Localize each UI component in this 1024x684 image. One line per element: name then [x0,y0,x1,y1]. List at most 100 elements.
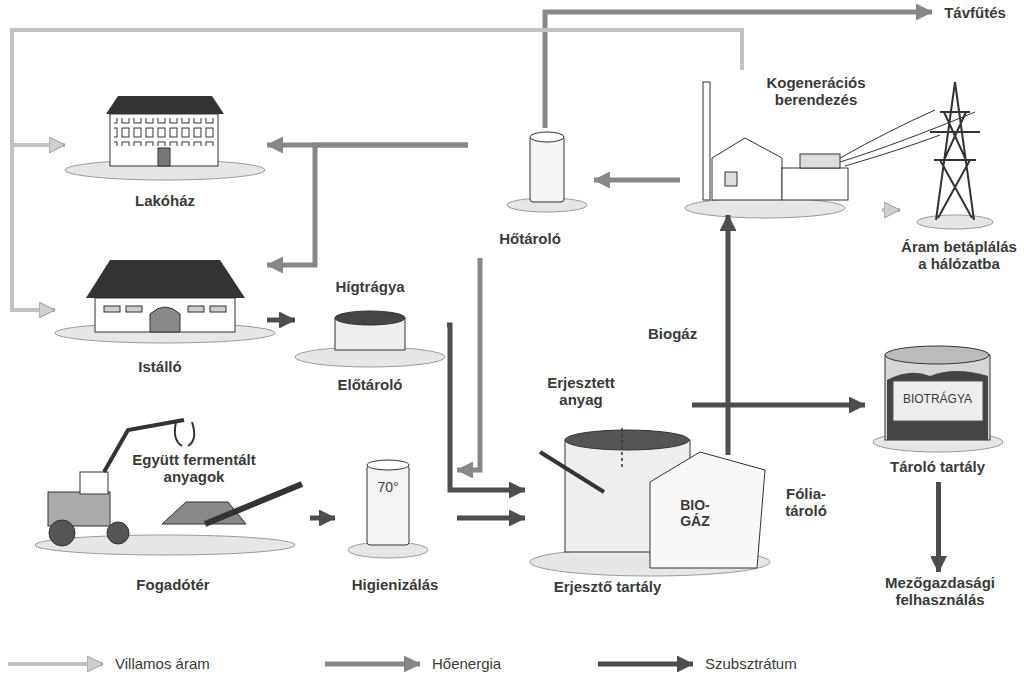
chp-plant [782,168,848,200]
heat-storage-tank [530,136,564,202]
node-label: Erjesztett anyag [525,374,637,409]
node-label: Kogenerációs berendezés [752,74,880,109]
flow-arrow [267,145,468,265]
stable-icon [188,306,204,312]
node-label: Együtt fermentált anyagok [118,451,270,486]
hygienisation-tank [367,465,409,545]
node-label: Mezőgazdasági felhasználás [860,574,1020,609]
node-label: Istálló [55,358,265,375]
legend-arrow [8,662,103,666]
tractor-crane [107,522,129,544]
diagram-node: 70° Higienizálás [335,455,457,600]
digester [621,428,623,470]
flow-arrow [936,482,941,572]
power-pylon [930,82,980,220]
flow-arrow [267,318,295,323]
flow-arrow [457,258,480,470]
diagram-node: Mezőgazdasági felhasználás [860,572,1022,622]
chp-plant [712,138,782,200]
flow-arrow [457,516,525,521]
stable-icon [150,307,180,332]
node-label: Tároló tartály [865,458,1010,475]
ground-ellipses [35,160,1003,576]
flow-arrow [447,325,525,490]
storage-tank [893,381,983,421]
flow-arrow [726,215,731,455]
ground-ellipses [917,215,993,229]
stable-icon [210,306,226,312]
house-icon [110,114,218,166]
storage-tank [885,346,990,440]
diagram-node: Lakóház [65,92,267,214]
chp-plant [725,172,737,186]
digester [565,430,689,450]
tractor-crane [48,420,302,546]
stable-icon [86,260,245,298]
stable-icon [95,298,235,332]
flow-arrow [310,516,335,521]
heat-storage-tank [530,132,564,142]
house-icon [158,148,170,166]
node-label: Erjesztő tartály [525,578,690,595]
house-icon [114,118,214,146]
hygienisation-tank [367,460,409,470]
diagram-node: Távfűtés [932,2,1020,26]
storage-tank [885,355,990,440]
digester [540,452,604,492]
diagram-node: Áram betáplálás a hálózatba [900,78,1020,303]
node-label: Áram betáplálás a hálózatba [900,238,1018,273]
node-label: BIO-GÁZ [666,497,724,529]
chp-plant [800,154,840,168]
node-label: Hígtrágya [295,278,445,295]
stable-icon [104,306,120,312]
storage-tank [887,371,988,440]
diagram-node: Istálló [55,252,267,382]
diagram-node: Kogenerációs berendezés [680,70,882,215]
node-label: 70° [368,479,408,495]
foil-gas-bag [650,452,765,568]
legend-text: Hőenergia [432,655,501,672]
legend-text: Szubsztrátum [705,655,797,672]
stable-icon [86,260,245,332]
hygienisation-tank [367,460,409,545]
flow-arrow [882,208,900,212]
power-pylon [930,82,980,220]
tractor-crane [49,520,75,546]
tractor-crane [205,484,302,524]
ground-ellipses [685,198,845,218]
house-icon [106,96,224,114]
flow-arrow [692,403,865,408]
diagram-node: Erjesztett anyagErjesztő tartály [525,372,692,602]
tractor-crane [175,422,194,446]
house-icon [106,96,224,166]
node-label: Hőtároló [468,230,592,247]
node-label: Fólia-tároló [772,485,840,520]
tractor-crane [80,472,108,494]
storage-tank [885,346,989,364]
node-label: BIOTRÁGYA [895,393,980,407]
diagram-node: HígtrágyaElőtároló [295,276,447,401]
node-label: Fogadótér [38,576,308,593]
diagram-node: Hőtároló [468,128,594,258]
heat-storage-tank [530,132,564,202]
pre-storage-tank [335,311,405,325]
node-label: Előtároló [295,376,445,393]
edge-label: Biogáz [646,325,699,342]
stable-icon [126,306,142,312]
node-label: Távfűtés [932,4,1018,21]
flow-arrow [12,30,742,310]
legend-arrow [598,662,693,667]
chp-plant [703,82,710,200]
flow-arrow [12,30,742,145]
diagram-node: Együtt fermentált anyagokFogadótér [38,415,310,600]
node-label: Lakóház [65,192,265,209]
diagram-node: BIO-GÁZ Fólia-tároló [660,455,842,573]
diagram-node: BIOTRÁGYA Tároló tartály [865,342,1012,482]
pre-storage-tank [335,311,405,350]
flow-arrow [594,178,680,183]
foil-gas-bag [650,452,765,568]
legend-text: Villamos áram [115,655,210,672]
legend-arrow [325,662,420,667]
node-label: Higienizálás [335,576,455,593]
